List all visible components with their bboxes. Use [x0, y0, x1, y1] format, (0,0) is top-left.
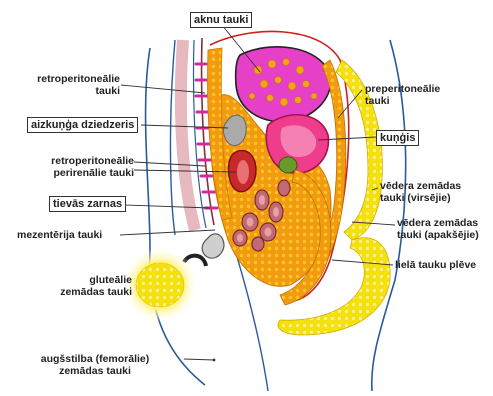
gluteal-fat: [136, 263, 184, 307]
label-pancreas: aizkuņģa dziedzeris: [27, 117, 138, 133]
kidney-inner: [237, 160, 249, 184]
label-small-intestine: tievās zarnas: [49, 196, 126, 212]
label-retroperitoneal-fat: retroperitoneālie tauki: [28, 73, 120, 97]
back-outline-inner: [170, 40, 175, 235]
label-mesenteric-fat: mezentērija tauki: [17, 229, 102, 241]
label-gluteal-subcutaneous-fat: gluteālie zemādas tauki: [40, 274, 132, 298]
label-abdominal-subcutaneous-fat-lower: vēdera zemādas tauki (apakšējie): [397, 217, 479, 241]
label-greater-omentum: lielā tauku plēve: [395, 259, 476, 271]
label-retroperitoneal-perirenal-fat: retroperitoneālie perirenālie tauki: [16, 155, 134, 179]
label-liver-fat: aknu tauki: [190, 12, 252, 28]
pelvic-organ: [202, 234, 224, 258]
label-preperitoneal-fat: preperitoneālie tauki: [365, 83, 440, 107]
femoral-dot: [213, 359, 216, 362]
label-stomach: kuņģis: [376, 130, 419, 146]
label-abdominal-subcutaneous-fat-upper: vēdera zemādas tauki (virsējie): [380, 180, 461, 204]
gallbladder: [279, 157, 297, 173]
label-femoral-subcutaneous-fat: augšstilba (femorālie) zemādas tauki: [6, 353, 184, 377]
liver: [236, 47, 331, 122]
